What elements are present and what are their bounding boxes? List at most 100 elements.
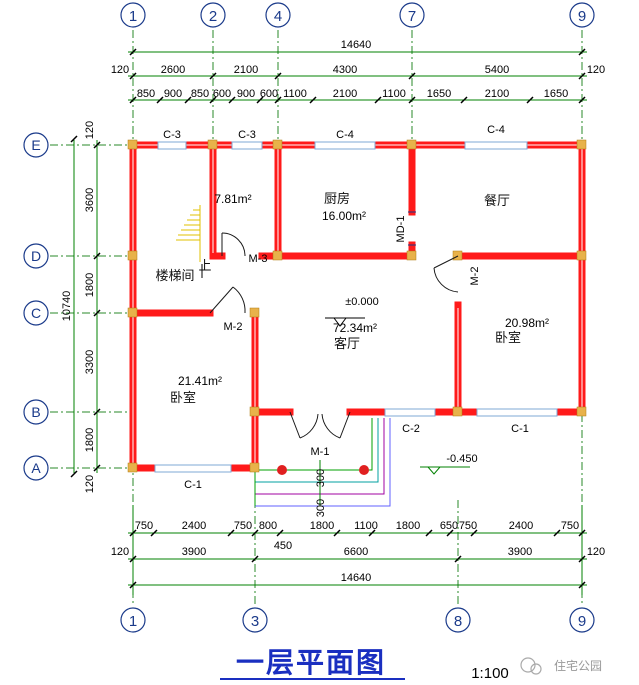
drawing-title: 一层平面图 bbox=[236, 646, 386, 679]
dim-label: 1650 bbox=[427, 88, 451, 100]
columns bbox=[127, 139, 587, 473]
outdoor-level-label: -0.450 bbox=[446, 453, 477, 465]
axis-marker-7-top: 7 bbox=[399, 2, 425, 28]
window-c1-left bbox=[154, 464, 232, 473]
axis-marker-A: A bbox=[23, 455, 49, 481]
storage-area-label: 7.81m² bbox=[214, 192, 251, 206]
dim-label: 3600 bbox=[84, 188, 96, 212]
axis-label: 9 bbox=[578, 613, 586, 630]
entry-column-right bbox=[359, 465, 369, 475]
bottom-axis-markers: 1 3 8 9 bbox=[120, 607, 595, 633]
axis-label: 8 bbox=[454, 613, 462, 630]
dining-label: 餐厅 bbox=[484, 193, 510, 209]
living-area-label: 72.34m² bbox=[333, 321, 377, 335]
indoor-level-label: ±0.000 bbox=[345, 296, 379, 308]
dim-label: 900 bbox=[164, 88, 182, 100]
bottom-edge-dim-left: 120 bbox=[111, 546, 129, 558]
level-symbol-outdoor bbox=[420, 466, 470, 475]
dim-label: 3900 bbox=[508, 546, 532, 558]
dim-label: 600 bbox=[213, 88, 231, 100]
dim-label: 4300 bbox=[333, 64, 357, 76]
dim-label: 2400 bbox=[509, 520, 533, 532]
label-c1-left: C-1 bbox=[184, 479, 202, 491]
kitchen-area-label: 16.00m² bbox=[322, 209, 366, 223]
dim-label: 120 bbox=[84, 475, 96, 493]
dim-label: 850 bbox=[191, 88, 209, 100]
axis-label: E bbox=[31, 137, 40, 153]
drawing-scale: 1:100 bbox=[471, 665, 509, 682]
step-depth-1: 300 bbox=[315, 469, 327, 487]
window-c3-left bbox=[157, 141, 187, 150]
label-c1-right: C-1 bbox=[511, 423, 529, 435]
dim-label: 2100 bbox=[234, 64, 258, 76]
watermark: 住宅公园 bbox=[520, 657, 602, 675]
kitchen-label: 厨房 bbox=[324, 191, 350, 207]
axis-label: D bbox=[31, 248, 41, 264]
bed-left-label: 卧室 bbox=[170, 390, 196, 406]
axis-label: 1 bbox=[129, 613, 137, 630]
dim-label: 120 bbox=[84, 121, 96, 139]
entry-column-left bbox=[277, 465, 287, 475]
axis-marker-B: B bbox=[23, 399, 49, 425]
wechat-icon bbox=[520, 657, 536, 673]
window-c3-right bbox=[231, 141, 263, 150]
axis-marker-1-bottom: 1 bbox=[120, 607, 146, 633]
axis-marker-9-bottom: 9 bbox=[569, 607, 595, 633]
dim-label: 1800 bbox=[84, 273, 96, 297]
axis-marker-1-top: 1 bbox=[120, 2, 146, 28]
stair-symbol bbox=[176, 205, 201, 262]
label-c4-kitchen: C-4 bbox=[336, 129, 354, 141]
label-c3-left: C-3 bbox=[163, 129, 181, 141]
dim-label: 1800 bbox=[310, 520, 334, 532]
dim-label: 900 bbox=[237, 88, 255, 100]
dim-label: 650 bbox=[440, 520, 458, 532]
dim-450: 450 bbox=[274, 540, 292, 552]
axis-marker-8-bottom: 8 bbox=[445, 607, 471, 633]
dim-label: 3900 bbox=[182, 546, 206, 558]
dim-label: 850 bbox=[137, 88, 155, 100]
label-m3: M-3 bbox=[249, 253, 268, 265]
dim-label: 750 bbox=[234, 520, 252, 532]
axis-marker-E: E bbox=[23, 132, 49, 158]
axis-label: 7 bbox=[408, 8, 416, 25]
dim-label: 1100 bbox=[354, 520, 378, 532]
label-m1: M-1 bbox=[311, 446, 330, 458]
left-overall-dim: 10740 bbox=[61, 291, 73, 322]
left-dimensions bbox=[70, 135, 101, 478]
label-c4-dining: C-4 bbox=[487, 124, 505, 136]
dim-label: 1800 bbox=[84, 428, 96, 452]
top-row3-dims: 850 900 850 600 900 600 1100 2100 1100 1… bbox=[137, 88, 568, 100]
label-c3-right: C-3 bbox=[238, 129, 256, 141]
bottom-dimensions bbox=[128, 505, 587, 595]
dim-label: 2400 bbox=[182, 520, 206, 532]
label-c2: C-2 bbox=[402, 423, 420, 435]
window-c4-dining bbox=[464, 141, 528, 150]
axis-label: 1 bbox=[129, 8, 137, 25]
windows bbox=[154, 141, 558, 473]
axis-label: C bbox=[31, 305, 41, 321]
axis-grid bbox=[50, 30, 583, 605]
axis-marker-3-bottom: 3 bbox=[242, 607, 268, 633]
living-label: 客厅 bbox=[334, 336, 360, 352]
left-axis-markers: E D C B A bbox=[23, 132, 49, 481]
label-md1: MD-1 bbox=[395, 216, 407, 243]
dim-label: 600 bbox=[260, 88, 278, 100]
bed-right-area-label: 20.98m² bbox=[505, 316, 549, 330]
doors bbox=[209, 211, 459, 439]
dim-label: 2100 bbox=[485, 88, 509, 100]
watermark-text: 住宅公园 bbox=[554, 658, 602, 673]
top-edge-dim-right: 120 bbox=[587, 64, 605, 76]
axis-marker-D: D bbox=[23, 243, 49, 269]
axis-marker-9-top: 9 bbox=[569, 2, 595, 28]
window-c1-right bbox=[476, 408, 558, 417]
top-dimensions bbox=[128, 48, 587, 104]
bottom-overall-dim: 14640 bbox=[341, 572, 372, 584]
dim-label: 6600 bbox=[344, 546, 368, 558]
axis-marker-2-top: 2 bbox=[200, 2, 226, 28]
axis-label: B bbox=[31, 404, 40, 420]
bottom-edge-dim-right: 120 bbox=[587, 546, 605, 558]
entrance-steps bbox=[254, 418, 391, 507]
window-c2 bbox=[384, 408, 436, 417]
axis-label: 3 bbox=[251, 613, 259, 630]
